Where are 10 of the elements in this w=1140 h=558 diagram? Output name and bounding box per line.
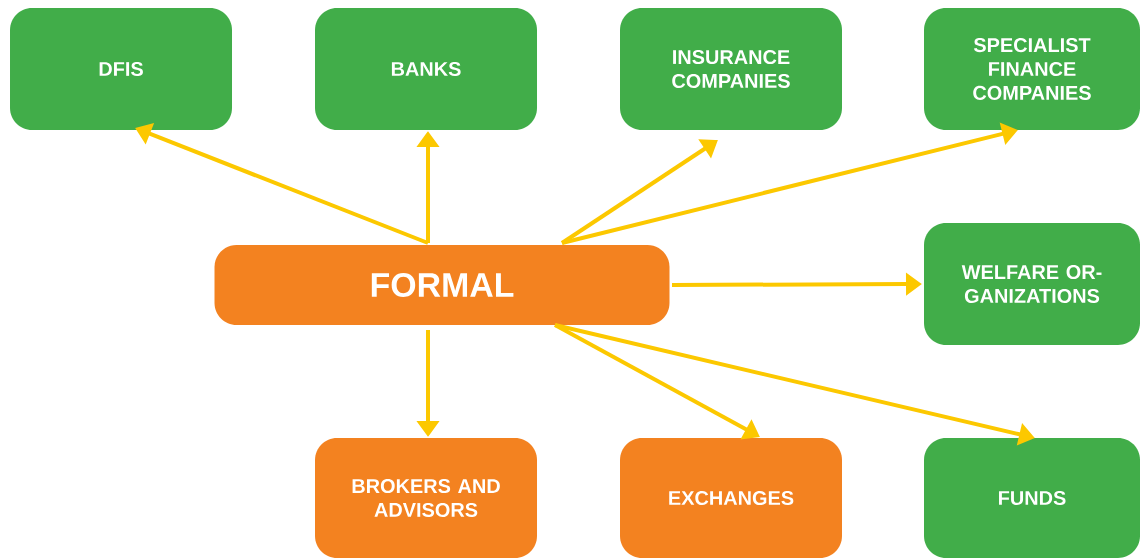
- category-box: BROKERS AND ADVISORS: [315, 438, 537, 558]
- category-box: FUNDS: [924, 438, 1140, 558]
- category-box: SPECIALIST FINANCE COMPANIES: [924, 8, 1140, 130]
- category-box: BANKS: [315, 8, 537, 130]
- category-box: INSURANCE COMPANIES: [620, 8, 842, 130]
- category-box: DFIS: [10, 8, 232, 130]
- arrow: [560, 139, 718, 245]
- category-box: WELFARE OR-GANIZATIONS: [924, 223, 1140, 345]
- center-box: FORMAL: [214, 245, 670, 325]
- category-box: EXCHANGES: [620, 438, 842, 558]
